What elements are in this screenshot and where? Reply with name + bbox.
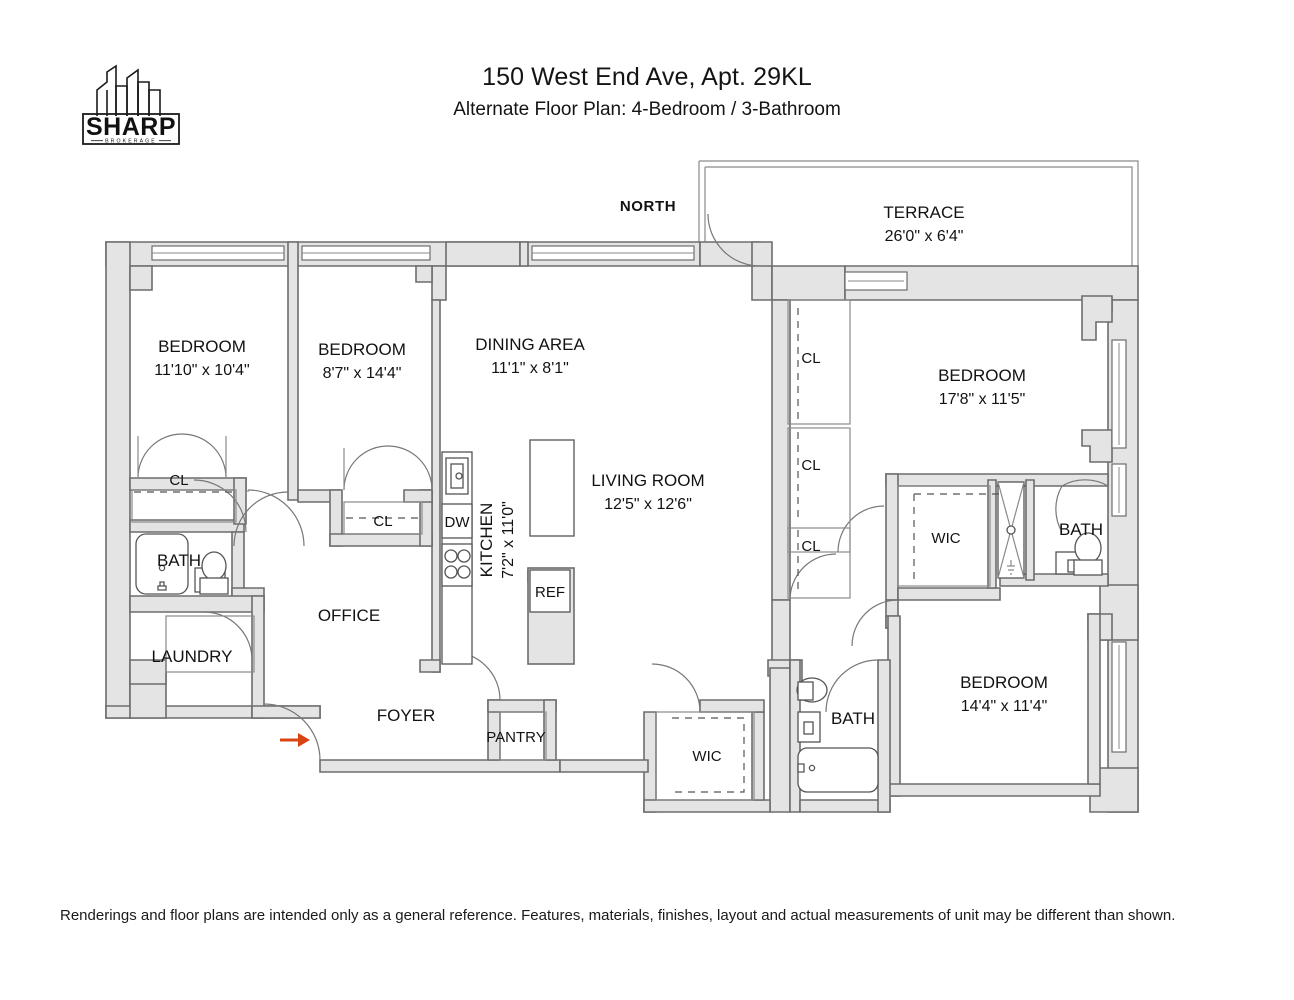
wall-structure — [105, 241, 1139, 813]
bath3-fixtures — [796, 677, 879, 793]
logo-wordmark: SHARP — [86, 113, 176, 141]
closet-shelves — [134, 308, 1000, 793]
room-label-closet-4: CL — [801, 457, 820, 474]
north-windows — [151, 245, 695, 261]
title-block: 150 West End Ave, Apt. 29KL Alternate Fl… — [247, 62, 1047, 123]
room-label-bath-3: BATH — [831, 709, 875, 728]
room-label-bedroom-2: BEDROOM — [318, 340, 406, 359]
page-title: 150 West End Ave, Apt. 29KL — [482, 63, 812, 91]
room-label-pantry: PANTRY — [486, 729, 545, 746]
bath1-fixtures — [135, 533, 229, 595]
kitchen-fixtures — [441, 439, 575, 665]
logo-tagline: BROKERAGE — [105, 139, 157, 145]
room-dim-terrace: 26'0" x 6'4" — [885, 228, 964, 245]
east-windows — [1111, 339, 1127, 753]
room-label-bedroom-1: BEDROOM — [158, 337, 246, 356]
room-dim-bedroom-3: 17'8" x 11'5" — [939, 391, 1026, 408]
room-dim-dining-area: 11'1" x 8'1" — [491, 360, 569, 377]
room-label-bedroom-3: BEDROOM — [938, 366, 1026, 385]
room-label-closet-3: CL — [801, 350, 820, 367]
room-label-office: OFFICE — [318, 606, 380, 625]
sharp-brokerage-logo: SHARP BROKERAGE — [75, 60, 187, 150]
appliance-label-dishwasher: DW — [445, 514, 471, 531]
room-label-closet-1: CL — [169, 472, 188, 489]
room-label-bath-2: BATH — [1059, 520, 1103, 539]
disclaimer-text: Renderings and floor plans are intended … — [60, 907, 1176, 924]
room-label-closet-5: CL — [801, 538, 820, 555]
north-label: NORTH — [620, 198, 676, 215]
skyline-logo-icon: SHARP BROKERAGE — [82, 64, 180, 145]
page-subtitle: Alternate Floor Plan: 4-Bedroom / 3-Bath… — [453, 99, 841, 121]
room-label-closet-2: CL — [373, 513, 392, 530]
entry-arrow-icon — [280, 733, 310, 747]
closet-outlines — [131, 299, 991, 801]
room-labels: NORTH BEDROOM 11'10" x 10'4" BEDROOM 8'7… — [152, 198, 1104, 765]
room-dim-bedroom-4: 14'4" x 11'4" — [961, 698, 1048, 715]
room-label-living-room: LIVING ROOM — [591, 471, 704, 490]
room-label-foyer: FOYER — [377, 706, 436, 725]
room-dim-living-room: 12'5" x 12'6" — [604, 496, 692, 513]
bath2-fixtures — [997, 481, 1103, 579]
room-label-bedroom-4: BEDROOM — [960, 673, 1048, 692]
room-label-dining-area: DINING AREA — [475, 335, 585, 354]
room-label-terrace: TERRACE — [883, 203, 964, 222]
room-dim-bedroom-1: 11'10" x 10'4" — [154, 362, 249, 379]
room-dim-bedroom-2: 8'7" x 14'4" — [323, 365, 402, 382]
room-dim-kitchen: 7'2" x 11'0" — [500, 501, 517, 579]
room-label-laundry: LAUNDRY — [152, 647, 233, 666]
room-label-bath-1: BATH — [157, 551, 201, 570]
room-label-kitchen: KITCHEN — [477, 503, 496, 578]
room-label-wic-1: WIC — [931, 530, 960, 547]
room-label-wic-2: WIC — [692, 748, 721, 765]
appliance-label-refrigerator: REF — [535, 584, 565, 601]
fixtures — [131, 299, 1103, 801]
